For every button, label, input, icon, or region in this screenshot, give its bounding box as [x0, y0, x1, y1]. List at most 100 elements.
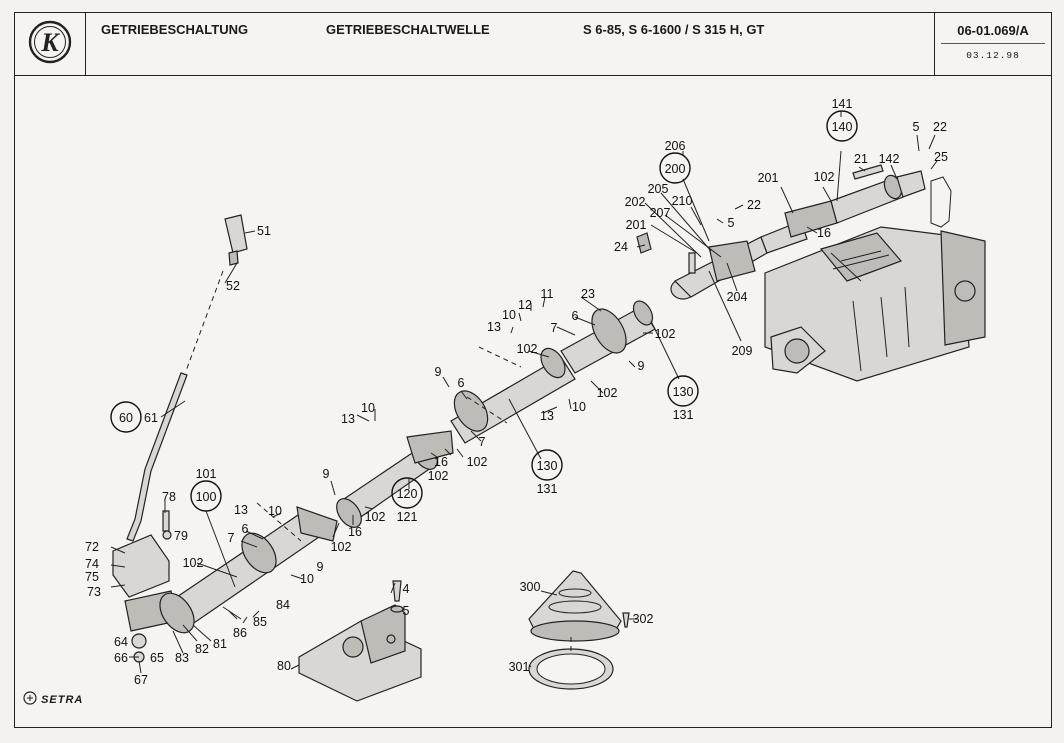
callout-202: 202 — [625, 195, 646, 209]
callout-78: 78 — [162, 490, 176, 504]
callout-9-c: 9 — [435, 365, 442, 379]
callout-13-c: 13 — [540, 409, 554, 423]
document-cell: 06-01.069/A 03.12.98 — [934, 13, 1051, 75]
callout-131-a: 131 — [537, 482, 558, 496]
callout-100: 100 — [196, 490, 217, 504]
model-list: S 6-85, S 6-1600 / S 315 H, GT — [583, 22, 765, 37]
retaining-ring-301 — [528, 612, 630, 690]
section-title: GETRIEBESCHALTUNG — [101, 22, 249, 37]
rubber-boot-300 — [528, 570, 622, 642]
setra-emblem-icon — [23, 691, 37, 705]
callout-102-j: 102 — [814, 170, 835, 184]
callout-200: 200 — [665, 162, 686, 176]
callout-7-b: 7 — [479, 435, 486, 449]
shaft-section-120 — [336, 430, 454, 528]
document-divider — [941, 43, 1045, 44]
callout-25: 25 — [934, 150, 948, 164]
callout-210: 210 — [672, 194, 693, 208]
callout-12: 12 — [518, 298, 532, 312]
callout-82: 82 — [195, 642, 209, 656]
callout-10-d: 10 — [572, 400, 586, 414]
callout-10-c: 10 — [361, 401, 375, 415]
callout-65: 65 — [150, 651, 164, 665]
callout-302: 302 — [633, 612, 654, 626]
callout-13-a: 13 — [234, 503, 248, 517]
subsection-title: GETRIEBESCHALTWELLE — [326, 22, 490, 37]
callout-102-d: 102 — [428, 469, 449, 483]
callout-131-b: 131 — [673, 408, 694, 422]
logo-cell: K — [15, 13, 86, 75]
document-number: 06-01.069/A — [957, 23, 1029, 38]
callout-6-c: 6 — [572, 309, 579, 323]
callout-205: 205 — [648, 182, 669, 196]
callout-61: 61 — [144, 411, 158, 425]
shaft-section-140 — [784, 164, 926, 238]
callout-102-a: 102 — [183, 556, 204, 570]
callout-86: 86 — [233, 626, 247, 640]
callout-75: 75 — [85, 570, 99, 584]
gearbox-housing — [764, 176, 986, 382]
callout-10-e: 10 — [502, 308, 516, 322]
callout-22-b: 22 — [933, 120, 947, 134]
kaessbohrer-logo-icon: K — [28, 20, 72, 64]
callout-66: 66 — [114, 651, 128, 665]
callout-13-d: 13 — [487, 320, 501, 334]
callout-13-b: 13 — [341, 412, 355, 426]
callout-10-b: 10 — [300, 572, 314, 586]
callout-21: 21 — [854, 152, 868, 166]
callout-300: 300 — [520, 580, 541, 594]
callout-23: 23 — [581, 287, 595, 301]
callout-101: 101 — [196, 467, 217, 481]
callout-9-a: 9 — [317, 560, 324, 574]
shaft-section-130-lower — [450, 347, 576, 444]
callout-64: 64 — [114, 635, 128, 649]
callout-130-a: 130 — [537, 459, 558, 473]
brand-name: SETRA — [41, 694, 84, 706]
callout-204: 204 — [727, 290, 748, 304]
callout-80: 80 — [277, 659, 291, 673]
leader-lines — [110, 111, 938, 674]
callout-labels: 51 52 60 61 72 74 75 73 78 79 101 100 10… — [85, 97, 948, 687]
callout-22-a: 22 — [747, 198, 761, 212]
callout-83: 83 — [175, 651, 189, 665]
callout-206: 206 — [665, 139, 686, 153]
callout-209: 209 — [732, 344, 753, 358]
callout-51: 51 — [257, 224, 271, 238]
mounting-bracket-80 — [298, 580, 422, 702]
circled-assembly-markers — [110, 110, 858, 512]
callout-85: 85 — [253, 615, 267, 629]
callout-102-h: 102 — [655, 327, 676, 341]
callout-201-b: 201 — [758, 171, 779, 185]
title-block: K GETRIEBESCHALTUNG GETRIEBESCHALTWELLE … — [15, 13, 1051, 76]
callout-16-b: 16 — [434, 455, 448, 469]
shaft-section-100 — [159, 502, 338, 634]
callout-79: 79 — [174, 529, 188, 543]
callout-60: 60 — [119, 411, 133, 425]
callout-7-c: 7 — [551, 321, 558, 335]
callout-16-c: 16 — [817, 226, 831, 240]
callout-102-b: 102 — [331, 540, 352, 554]
callout-6-b: 6 — [458, 376, 465, 390]
callout-52: 52 — [226, 279, 240, 293]
callout-140: 140 — [832, 120, 853, 134]
exploded-view-diagram: 51 52 60 61 72 74 75 73 78 79 101 100 10… — [85, 97, 986, 702]
callout-130-b: 130 — [673, 385, 694, 399]
callout-74: 74 — [85, 557, 99, 571]
callout-72: 72 — [85, 540, 99, 554]
callout-73: 73 — [87, 585, 101, 599]
callout-301: 301 — [509, 660, 530, 674]
callout-9-d: 9 — [638, 359, 645, 373]
drawing-sheet: K GETRIEBESCHALTUNG GETRIEBESCHALTWELLE … — [14, 12, 1052, 728]
brand-footer: SETRA — [23, 691, 83, 706]
shaft-section-130-upper — [478, 300, 656, 374]
callout-24: 24 — [614, 240, 628, 254]
callout-207: 207 — [650, 206, 671, 220]
logo-letter: K — [40, 28, 60, 57]
callout-4: 4 — [403, 582, 410, 596]
callout-141: 141 — [832, 97, 853, 111]
callout-81: 81 — [213, 637, 227, 651]
callout-142: 142 — [879, 152, 900, 166]
callout-102-i: 102 — [597, 386, 618, 400]
callout-11: 11 — [541, 287, 554, 301]
callout-201-a: 201 — [626, 218, 647, 232]
